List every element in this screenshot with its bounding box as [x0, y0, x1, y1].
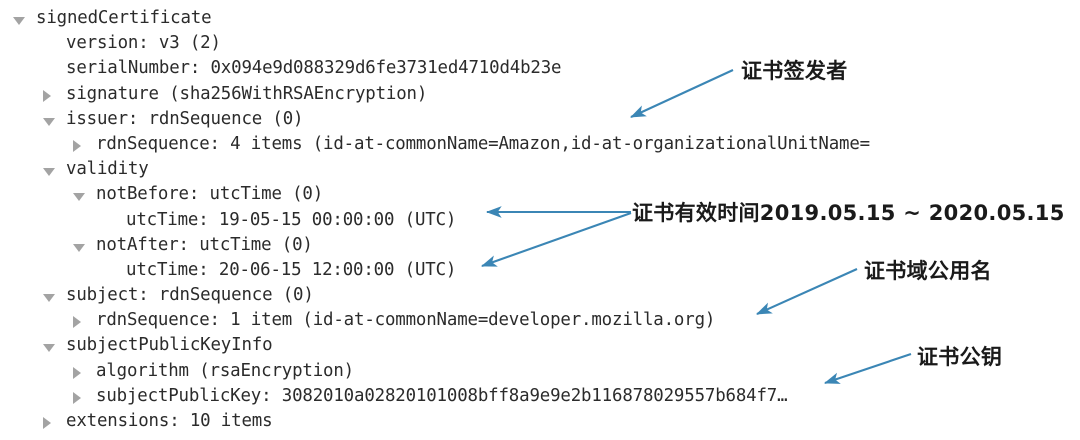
tree-row-label: rdnSequence: 1 item (id-at-commonName=de…	[96, 310, 716, 331]
chevron-right-icon[interactable]	[70, 359, 88, 384]
tree-row-label: subject: rdnSequence (0)	[66, 285, 314, 306]
tree-row[interactable]: subjectPublicKeyInfo	[0, 333, 1080, 358]
chevron-right-icon[interactable]	[70, 308, 88, 333]
tree-row-label: signedCertificate	[36, 8, 212, 28]
tree-row[interactable]: subject: rdnSequence (0)	[0, 283, 1080, 308]
tree-row[interactable]: rdnSequence: 1 item (id-at-commonName=de…	[0, 308, 1080, 333]
no-disclosure-icon	[40, 56, 58, 81]
tree-row[interactable]: signedCertificate	[0, 6, 1080, 31]
tree-row[interactable]: utcTime: 20-06-15 12:00:00 (UTC)	[0, 258, 1080, 283]
annotation-common-name: 证书域公用名	[864, 259, 992, 283]
tree-row-label: extensions: 10 items	[66, 411, 273, 431]
tree-row-label: validity	[66, 159, 149, 180]
chevron-down-icon[interactable]	[70, 182, 88, 207]
chevron-down-icon[interactable]	[10, 6, 28, 31]
tree-row-label: issuer: rdnSequence (0)	[66, 108, 304, 129]
tree-row[interactable]: version: v3 (2)	[0, 31, 1080, 56]
tree-row[interactable]: rdnSequence: 4 items (id-at-commonName=A…	[0, 132, 1080, 157]
tree-row-label: utcTime: 19-05-15 00:00:00 (UTC)	[126, 209, 457, 230]
tree-row-label: signature (sha256WithRSAEncryption)	[66, 83, 428, 104]
no-disclosure-icon	[100, 208, 118, 233]
chevron-down-icon[interactable]	[40, 157, 58, 182]
annotation-public-key: 证书公钥	[917, 345, 1003, 369]
tree-row-label: serialNumber: 0x094e9d088329d6fe3731ed47…	[66, 58, 562, 79]
chevron-down-icon[interactable]	[40, 107, 58, 132]
tree-row[interactable]: issuer: rdnSequence (0)	[0, 107, 1080, 132]
certificate-tree: signedCertificate version: v3 (2) serialNu…	[0, 6, 1080, 434]
annotation-validity: 证书有效时间2019.05.15 ~ 2020.05.15	[632, 201, 1065, 225]
chevron-right-icon[interactable]	[70, 384, 88, 409]
annotation-issuer: 证书签发者	[741, 59, 848, 83]
chevron-right-icon[interactable]	[40, 409, 58, 434]
tree-row-label: rdnSequence: 4 items (id-at-commonName=A…	[96, 133, 871, 154]
tree-row[interactable]: validity	[0, 157, 1080, 182]
tree-row[interactable]: utcTime: 19-05-15 00:00:00 (UTC)	[0, 208, 1080, 233]
tree-row-label: utcTime: 20-06-15 12:00:00 (UTC)	[126, 259, 457, 280]
no-disclosure-icon	[40, 31, 58, 56]
chevron-down-icon[interactable]	[40, 333, 58, 358]
tree-row[interactable]: serialNumber: 0x094e9d088329d6fe3731ed47…	[0, 56, 1080, 81]
no-disclosure-icon	[100, 258, 118, 283]
tree-row-label: algorithm (rsaEncryption)	[96, 360, 355, 381]
tree-row-label: notAfter: utcTime (0)	[96, 234, 313, 255]
chevron-down-icon[interactable]	[70, 233, 88, 258]
tree-row[interactable]: notAfter: utcTime (0)	[0, 233, 1080, 258]
chevron-down-icon[interactable]	[40, 283, 58, 308]
tree-row[interactable]: signature (sha256WithRSAEncryption)	[0, 82, 1080, 107]
tree-row-label: version: v3 (2)	[66, 33, 221, 54]
tree-row[interactable]: algorithm (rsaEncryption)	[0, 359, 1080, 384]
chevron-right-icon[interactable]	[40, 82, 58, 107]
tree-row-label: subjectPublicKey: 3082010a02820101008bff…	[96, 385, 788, 406]
tree-row[interactable]: notBefore: utcTime (0)	[0, 182, 1080, 207]
tree-row-label: notBefore: utcTime (0)	[96, 184, 324, 205]
tree-row[interactable]: subjectPublicKey: 3082010a02820101008bff…	[0, 384, 1080, 409]
chevron-right-icon[interactable]	[70, 132, 88, 157]
tree-row-label: subjectPublicKeyInfo	[66, 335, 273, 356]
tree-row[interactable]: extensions: 10 items	[0, 409, 1080, 434]
